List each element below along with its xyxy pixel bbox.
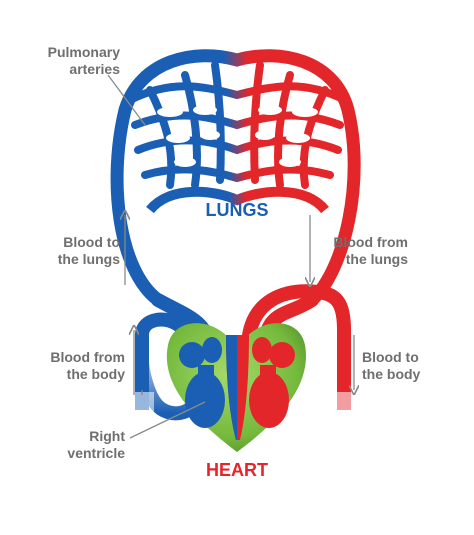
label-blood-from-body-1: Blood from [50,349,125,365]
leader-right-ventricle [129,401,206,439]
label-right-ventricle-1: Right [89,428,125,444]
annotation-arrows [107,74,354,439]
label-blood-from-body-2: the body [67,366,126,382]
label-blood-to-lungs-1: Blood to [63,234,120,250]
leader-pulmonary-arteries [107,74,146,126]
label-pulmonary-arteries-2: arteries [69,61,120,77]
label-blood-from-lungs-2: the lungs [346,251,408,267]
label-blood-to-lungs-2: the lungs [58,251,120,267]
label-pulmonary-arteries-1: Pulmonary [48,44,121,60]
lung-capillary-network [110,49,361,307]
label-blood-to-body-2: the body [362,366,421,382]
label-right-ventricle-2: ventricle [67,445,125,461]
label-blood-from-lungs-1: Blood from [333,234,408,250]
label-lungs: LUNGS [206,200,269,220]
label-blood-to-body-1: Blood to [362,349,419,365]
label-heart: HEART [206,460,268,480]
labels: Pulmonary arteries LUNGS Blood to the lu… [48,44,421,480]
heart [166,323,306,452]
